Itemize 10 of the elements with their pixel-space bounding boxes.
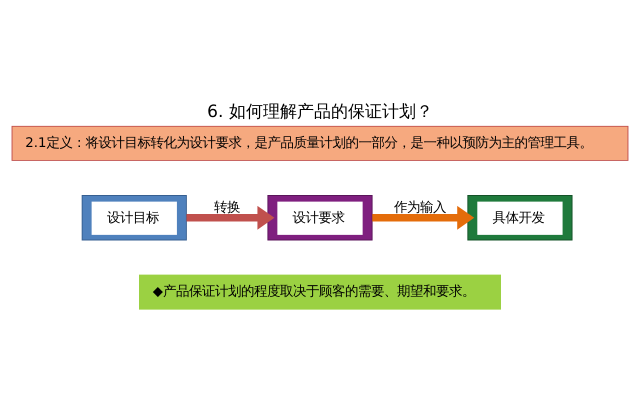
- node-box: 设计要求: [267, 194, 373, 240]
- diagram-title: 6. 如何理解产品的保证计划？: [207, 102, 433, 122]
- node-box: ◆产品保证计划的程度取决于顾客的需要、期望和要求。: [139, 274, 501, 310]
- node-box: 具体开发: [467, 194, 573, 240]
- edge-label: 作为输入: [394, 200, 446, 215]
- arrow: [372, 205, 474, 230]
- arrow: [186, 205, 274, 230]
- node-box: 设计目标: [82, 194, 187, 240]
- edge-label: 转换: [214, 200, 240, 215]
- node-box: 2.1定义：将设计目标转化为设计要求，是产品质量计划的一部分，是一种以预防为主的管理工具。: [12, 125, 628, 160]
